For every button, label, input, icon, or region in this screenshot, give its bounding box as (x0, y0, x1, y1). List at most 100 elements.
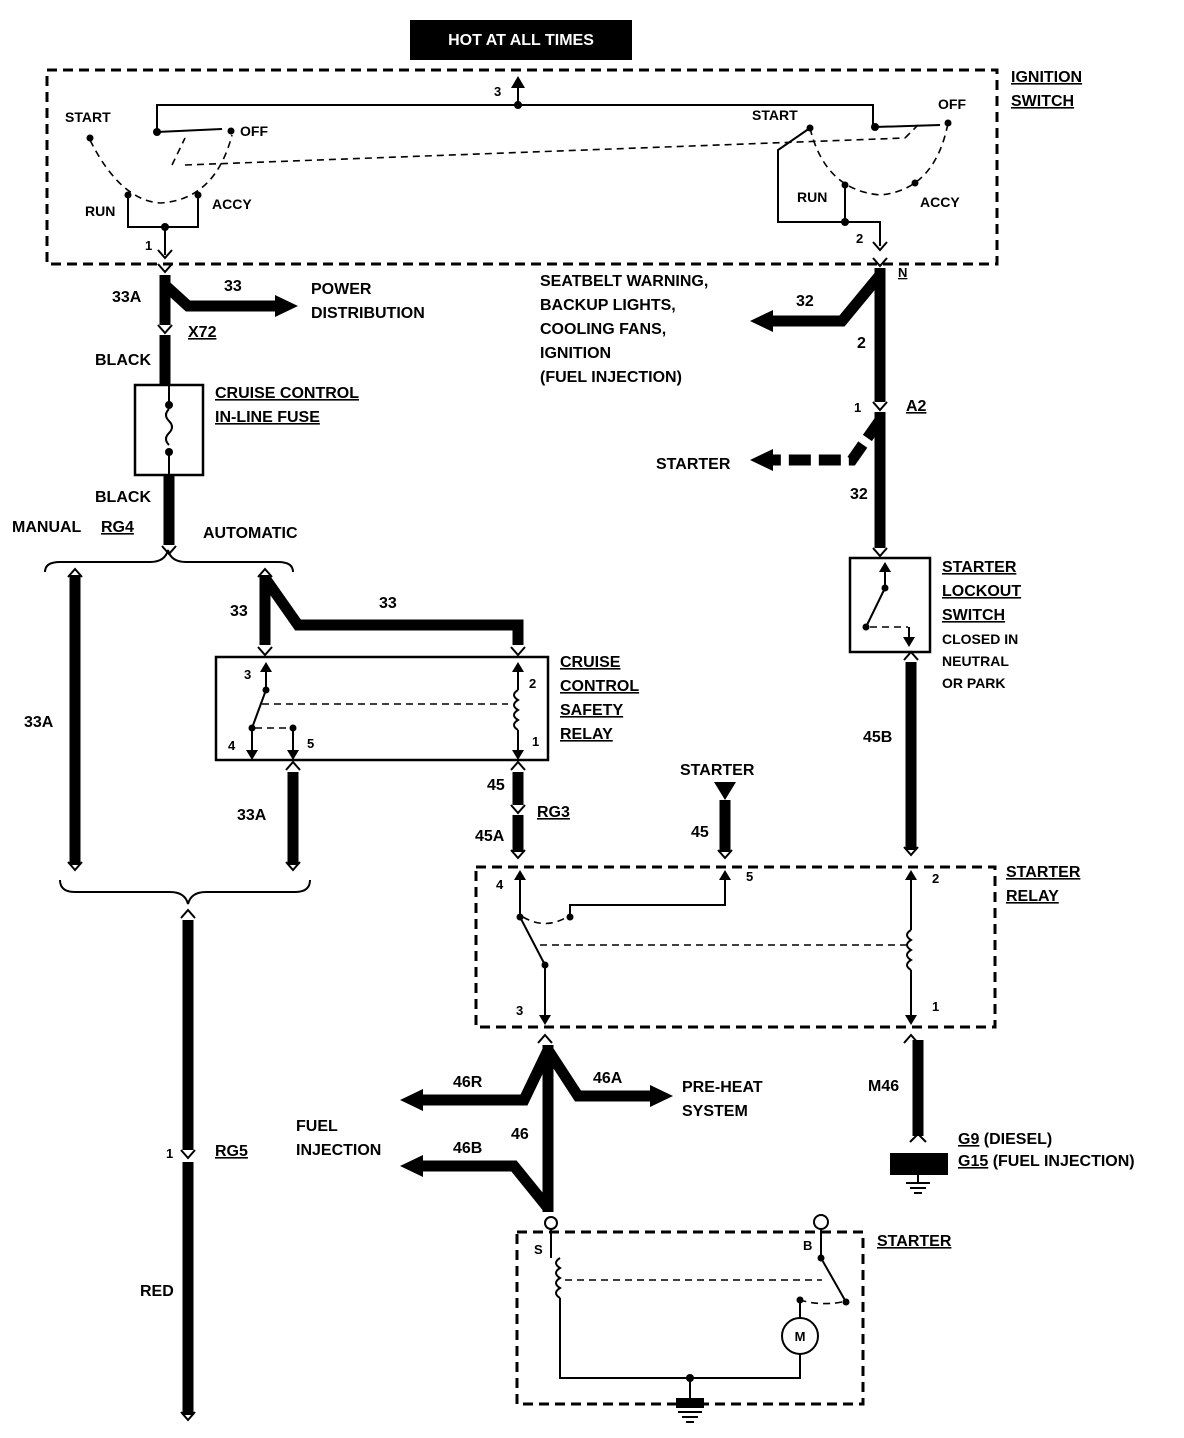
starter-feed-arrow (714, 782, 736, 800)
wire-red-end-chevron (180, 1411, 196, 1422)
starter-title: STARTER (877, 1233, 952, 1250)
left-start-label: START (65, 109, 111, 125)
ground-g9-label: G9 (DIESEL) (958, 1131, 1052, 1148)
pin5-down-chevron (285, 760, 301, 771)
left-wiper (156, 128, 223, 133)
preheat-1: PRE-HEAT (682, 1079, 763, 1096)
left-accy-label: ACCY (212, 196, 252, 212)
automatic-top-chevron (257, 567, 273, 578)
starter-s-terminal (544, 1216, 558, 1230)
fuse-terminal-top (165, 401, 173, 409)
starter-motor-label: M (795, 1329, 806, 1344)
ignition-switch-box (45, 68, 999, 266)
left-run-label: RUN (85, 203, 115, 219)
x72-connector (157, 324, 173, 335)
rg3-connector (510, 804, 526, 815)
starter-arrow (750, 449, 773, 471)
relay-pin3-chevron (257, 646, 273, 657)
sr-pin5-in (719, 870, 731, 880)
lockout-out-chevron (903, 650, 919, 661)
rg5-splice-brace (59, 879, 311, 905)
right-switch-arc (809, 122, 949, 196)
seatbelt-5: (FUEL INJECTION) (540, 369, 682, 386)
starter-contactor (820, 1257, 847, 1303)
right-wiper (874, 124, 941, 128)
right-switch-crossdash (904, 124, 919, 139)
n-connector (872, 257, 888, 268)
sr-pin1-out (905, 1015, 917, 1025)
sr-pin4-in (514, 870, 526, 880)
starter-b-label: B (803, 1238, 812, 1253)
sr-pin5-lead (569, 880, 726, 917)
wire-45B-chevron (903, 846, 919, 857)
fuse-element (165, 408, 173, 446)
connector-rg3: RG3 (537, 804, 570, 821)
ignition-link-dash (184, 137, 906, 166)
relay-pin1-label: 1 (532, 734, 539, 749)
relay-pin4-label: 4 (228, 738, 236, 753)
wire-46R-arrow (400, 1089, 423, 1111)
seatbelt-2: BACKUP LIGHTS, (540, 297, 676, 314)
sr-pin2-label: 2 (932, 871, 939, 886)
ignition-switch-title-1: IGNITION (1011, 69, 1082, 86)
lockout-title-2: LOCKOUT (942, 583, 1021, 600)
relay-pin1-down-chevron (510, 760, 526, 771)
relay-armature (251, 689, 267, 729)
wire-46B-label: 46B (453, 1140, 482, 1157)
wire-33A-low-chevron (285, 861, 301, 872)
relay-pin2-label: 2 (529, 676, 536, 691)
wire-33A-mid: 33A (24, 714, 54, 731)
relay-pin2-chevron (510, 646, 526, 657)
right-off-contact (944, 119, 952, 127)
wire-46-label: 46 (511, 1126, 529, 1143)
rg4-chevron (161, 545, 177, 556)
ground-g15: G15 (958, 1153, 988, 1170)
relay-pin4-out (246, 750, 258, 760)
sr-coil (906, 929, 913, 971)
connector-rg4: RG4 (101, 519, 134, 536)
ground-g15-note: (FUEL INJECTION) (988, 1153, 1134, 1170)
starter-contactor-dash (799, 1299, 843, 1305)
starter-relay-box (474, 865, 997, 1029)
left-start-contact (86, 134, 94, 142)
power-distribution-1: POWER (311, 281, 372, 298)
seatbelt-4: IGNITION (540, 345, 611, 362)
wire-46A-arrow (650, 1085, 673, 1107)
wire-33-power (161, 280, 278, 312)
fuel-injection-1: FUEL (296, 1118, 338, 1135)
black-top-label: BLACK (95, 352, 151, 369)
a2-connector (872, 401, 888, 412)
ground-g9-note: (DIESEL) (979, 1131, 1052, 1148)
starter-ground-block (676, 1398, 704, 1408)
lockout-in-arrow (879, 562, 891, 572)
left-switch-crossdash (171, 137, 186, 166)
lockout-note-2: NEUTRAL (942, 653, 1009, 669)
starter-contactor-pivot (842, 1298, 850, 1306)
lockout-title-3: SWITCH (942, 607, 1005, 624)
a2-pin-label: 1 (854, 400, 861, 415)
lockout-switch-box (848, 556, 932, 654)
sr-pin3-down-chevron (537, 1033, 553, 1044)
wire-45-label: 45 (487, 777, 505, 794)
connector-a2: A2 (906, 398, 927, 415)
hot-at-all-times-box (410, 20, 632, 60)
wire-33-b: 33 (379, 595, 397, 612)
wire-46A (543, 1046, 652, 1102)
left-connector-top (157, 263, 173, 274)
sr-pin4-label: 4 (496, 877, 504, 892)
cruise-relay-title-1: CRUISE (560, 654, 621, 671)
starter-b-terminal (813, 1214, 829, 1230)
wire-46B-arrow (400, 1155, 423, 1177)
wire-32-b: 32 (850, 486, 868, 503)
sr-pin5-label: 5 (746, 869, 753, 884)
cruise-relay-title-4: RELAY (560, 726, 613, 743)
ignition-pin3-label: 3 (494, 84, 501, 99)
hot-at-all-times-label: HOT AT ALL TIMES (448, 32, 594, 49)
power-distribution-arrow (275, 295, 298, 317)
starter-relay-title-1: STARTER (1006, 864, 1081, 881)
sr-contact-5 (566, 913, 574, 921)
right-accy-label: ACCY (920, 194, 960, 210)
sr-pin3-out (539, 1015, 551, 1025)
rg5-connector (180, 1149, 196, 1160)
